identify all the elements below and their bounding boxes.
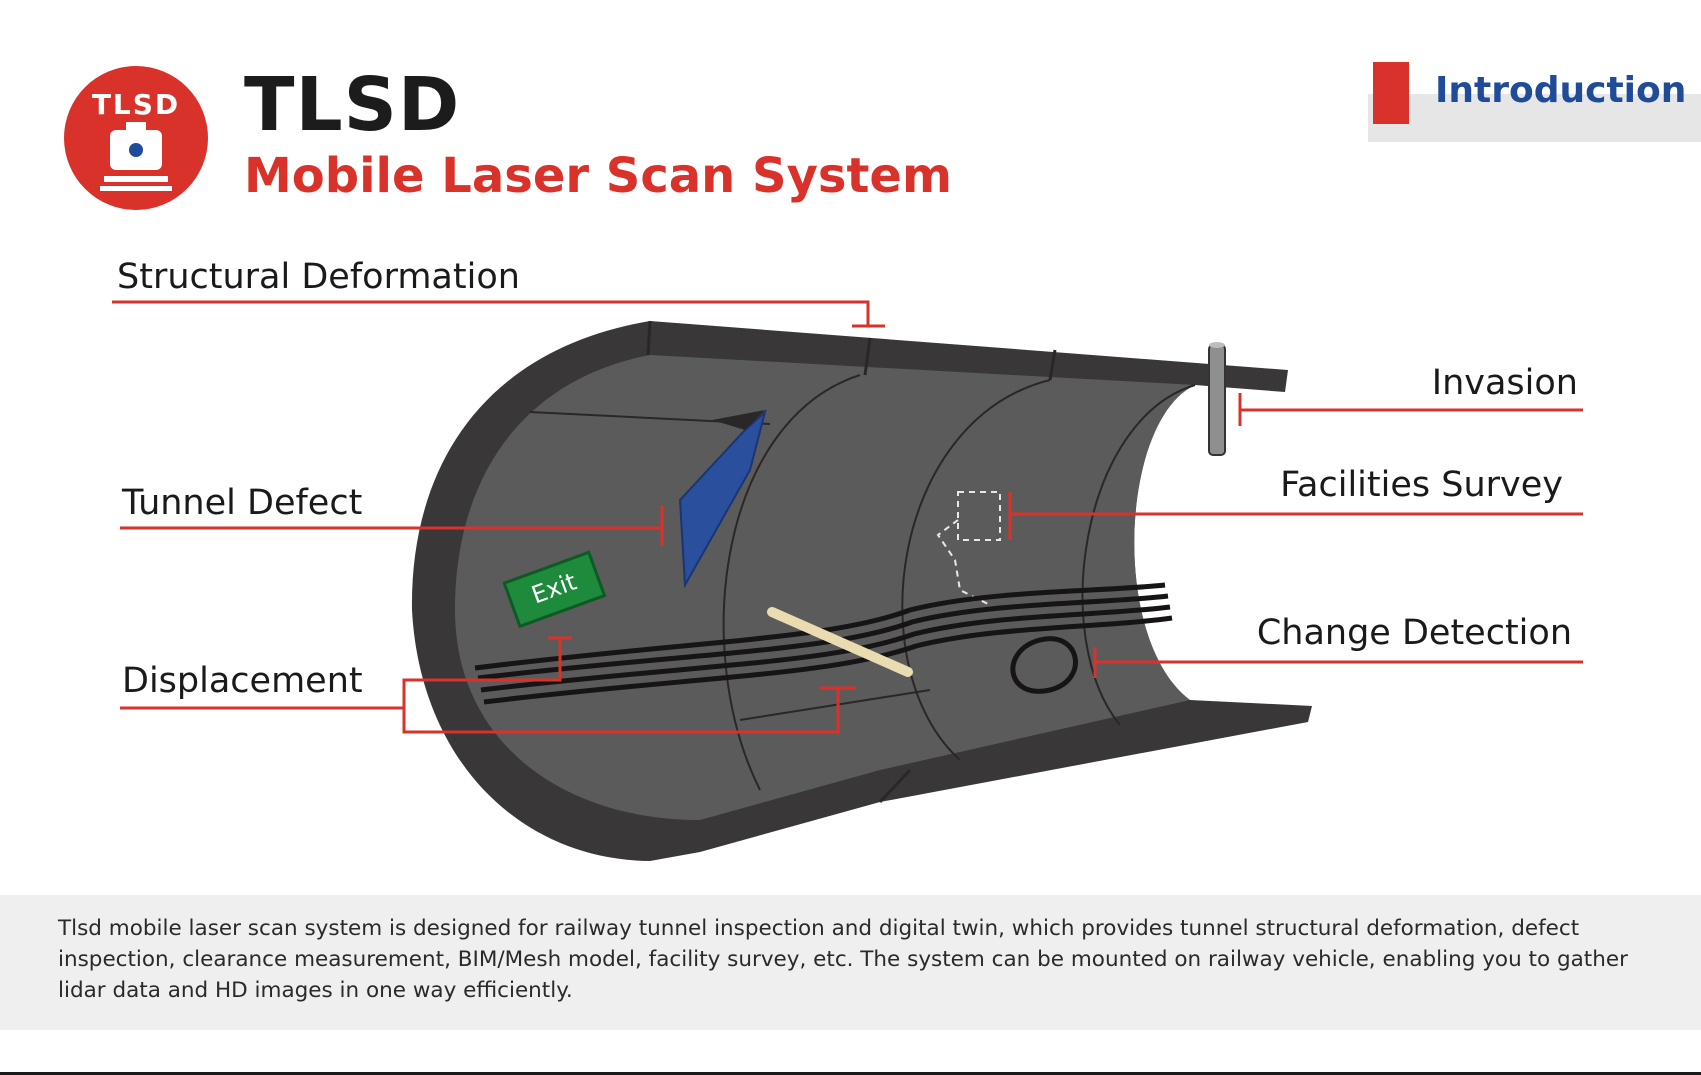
label-tunnel-defect: Tunnel Defect [122,483,363,523]
tlsd-logo: TLSD [64,66,208,210]
page-title: TLSD [244,62,461,148]
tunnel-inner-surface [455,355,1195,820]
tunnel-diagram: Exit [112,300,1583,861]
callout-lines [112,300,1583,734]
section-marker [1373,62,1409,124]
callout-displacement [120,640,562,710]
logo-text: TLSD [92,88,180,121]
cable-bundle [474,582,1173,705]
invasion-pipe [1208,342,1226,456]
label-displacement: Displacement [122,661,363,701]
tunnel-rim-seams [646,320,1057,804]
page-subtitle: Mobile Laser Scan System [244,148,952,204]
callout-structural-deformation [112,300,870,326]
section-band [1368,94,1701,142]
scanner-icon [100,122,172,191]
facility-dashed-outline [936,491,1001,606]
description-panel [0,895,1701,1030]
tunnel-defect-crack [678,409,767,589]
exit-sign: Exit [502,550,607,629]
description-text: Tlsd mobile laser scan system is designe… [58,916,1628,1003]
label-change-detection: Change Detection [1256,613,1572,653]
label-invasion: Invasion [1431,363,1578,403]
section-label: Introduction [1435,70,1687,111]
label-structural-deformation: Structural Deformation [117,257,520,297]
label-facilities-survey: Facilities Survey [1280,465,1563,505]
displacement-rod [767,607,913,677]
bottom-divider [0,1072,1701,1075]
